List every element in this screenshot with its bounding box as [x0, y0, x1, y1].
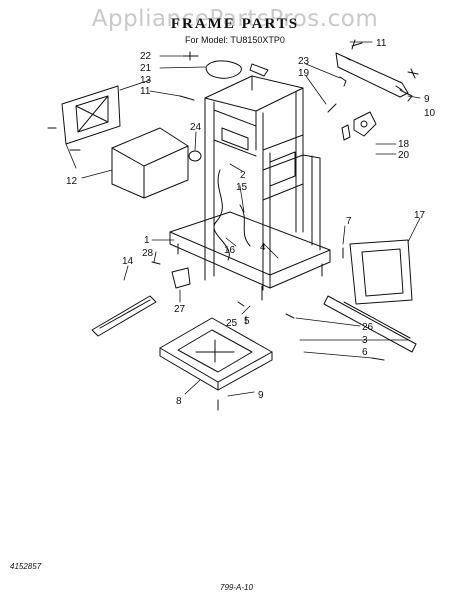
seal-strip	[91, 295, 157, 337]
left-panel	[47, 85, 121, 151]
callout-27: 27	[174, 304, 186, 315]
callout-3: 3	[362, 335, 368, 346]
top-left-hardware	[179, 51, 269, 101]
callout-16: 16	[224, 245, 236, 256]
leader-lines	[65, 41, 421, 397]
base-pan	[159, 317, 273, 391]
callout-1: 1	[144, 235, 150, 246]
callout-28: 28	[142, 248, 154, 259]
callout-20: 20	[398, 150, 410, 161]
callout-26: 26	[362, 322, 374, 333]
part-number-code: 4152857	[10, 562, 42, 571]
model-subtitle: For Model: TU8150XTP0	[185, 35, 285, 45]
diagram-title: FRAME PARTS	[170, 16, 300, 32]
filter-frame	[349, 239, 413, 305]
callout-24: 24	[190, 122, 202, 133]
callout-17: 17	[414, 210, 426, 221]
callout-15: 15	[236, 182, 248, 193]
callout-22: 22	[140, 51, 152, 62]
top-rail-assembly	[335, 39, 419, 102]
drawing-code: 799-A-10	[220, 583, 253, 592]
callout-10: 10	[424, 108, 436, 119]
callout-5: 5	[244, 316, 250, 327]
callout-23: 23	[298, 56, 310, 67]
callout-19: 19	[298, 68, 310, 79]
grommet-part	[188, 150, 202, 162]
callout-8: 8	[176, 396, 182, 407]
callout-7: 7	[346, 216, 352, 227]
callout-9-right: 9	[424, 94, 430, 105]
callout-11-right: 11	[376, 38, 387, 49]
callout-11-left: 11	[140, 86, 151, 97]
callout-18: 18	[398, 139, 410, 150]
cover-shield	[111, 127, 189, 199]
callout-6: 6	[362, 347, 368, 358]
callout-9-bottom: 9	[258, 390, 264, 401]
callout-21: 21	[140, 63, 152, 74]
callout-13: 13	[140, 75, 152, 86]
callout-4: 4	[260, 242, 266, 253]
screws	[151, 103, 385, 411]
bracket-assembly	[341, 111, 377, 141]
bottom-rail	[323, 295, 417, 353]
watermark: AppliancePartsPros.com	[91, 6, 379, 32]
callout-2: 2	[240, 170, 246, 181]
callout-14: 14	[122, 256, 134, 267]
frame-tower	[169, 75, 331, 301]
callout-25: 25	[226, 318, 238, 329]
mounting-clip	[171, 267, 191, 289]
callout-12: 12	[66, 176, 78, 187]
